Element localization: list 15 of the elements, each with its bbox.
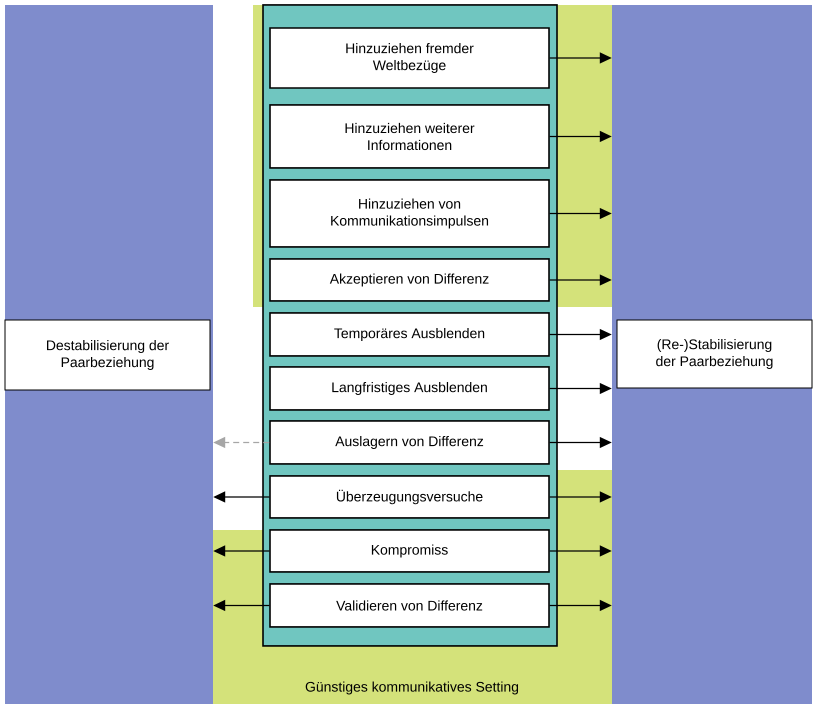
strategy-box: Kompromiss: [269, 529, 550, 573]
side-band: [5, 4, 213, 704]
strategy-box: Überzeugungsversuche: [269, 475, 550, 519]
strategy-box: Hinzuziehen weiterer Informationen: [269, 104, 550, 169]
strategy-box: Hinzuziehen fremder Weltbezüge: [269, 27, 550, 89]
side-band: [612, 4, 812, 704]
outcome-box: (Re-)Stabilisierung der Paarbeziehung: [616, 319, 812, 388]
outcome-box: Destabilisierung der Paarbeziehung: [4, 319, 210, 390]
strategy-box: Validieren von Differenz: [269, 583, 550, 628]
setting-label: Günstiges kommunikatives Setting: [306, 681, 518, 694]
strategy-box: Hinzuziehen von Kommunikationsimpulsen: [269, 179, 550, 248]
strategy-box: Langfristiges Ausblenden: [269, 366, 550, 411]
strategy-box: Akzeptieren von Differenz: [269, 258, 550, 302]
strategy-box: Auslagern von Differenz: [269, 420, 550, 465]
strategy-box: Temporäres Ausblenden: [269, 312, 550, 357]
